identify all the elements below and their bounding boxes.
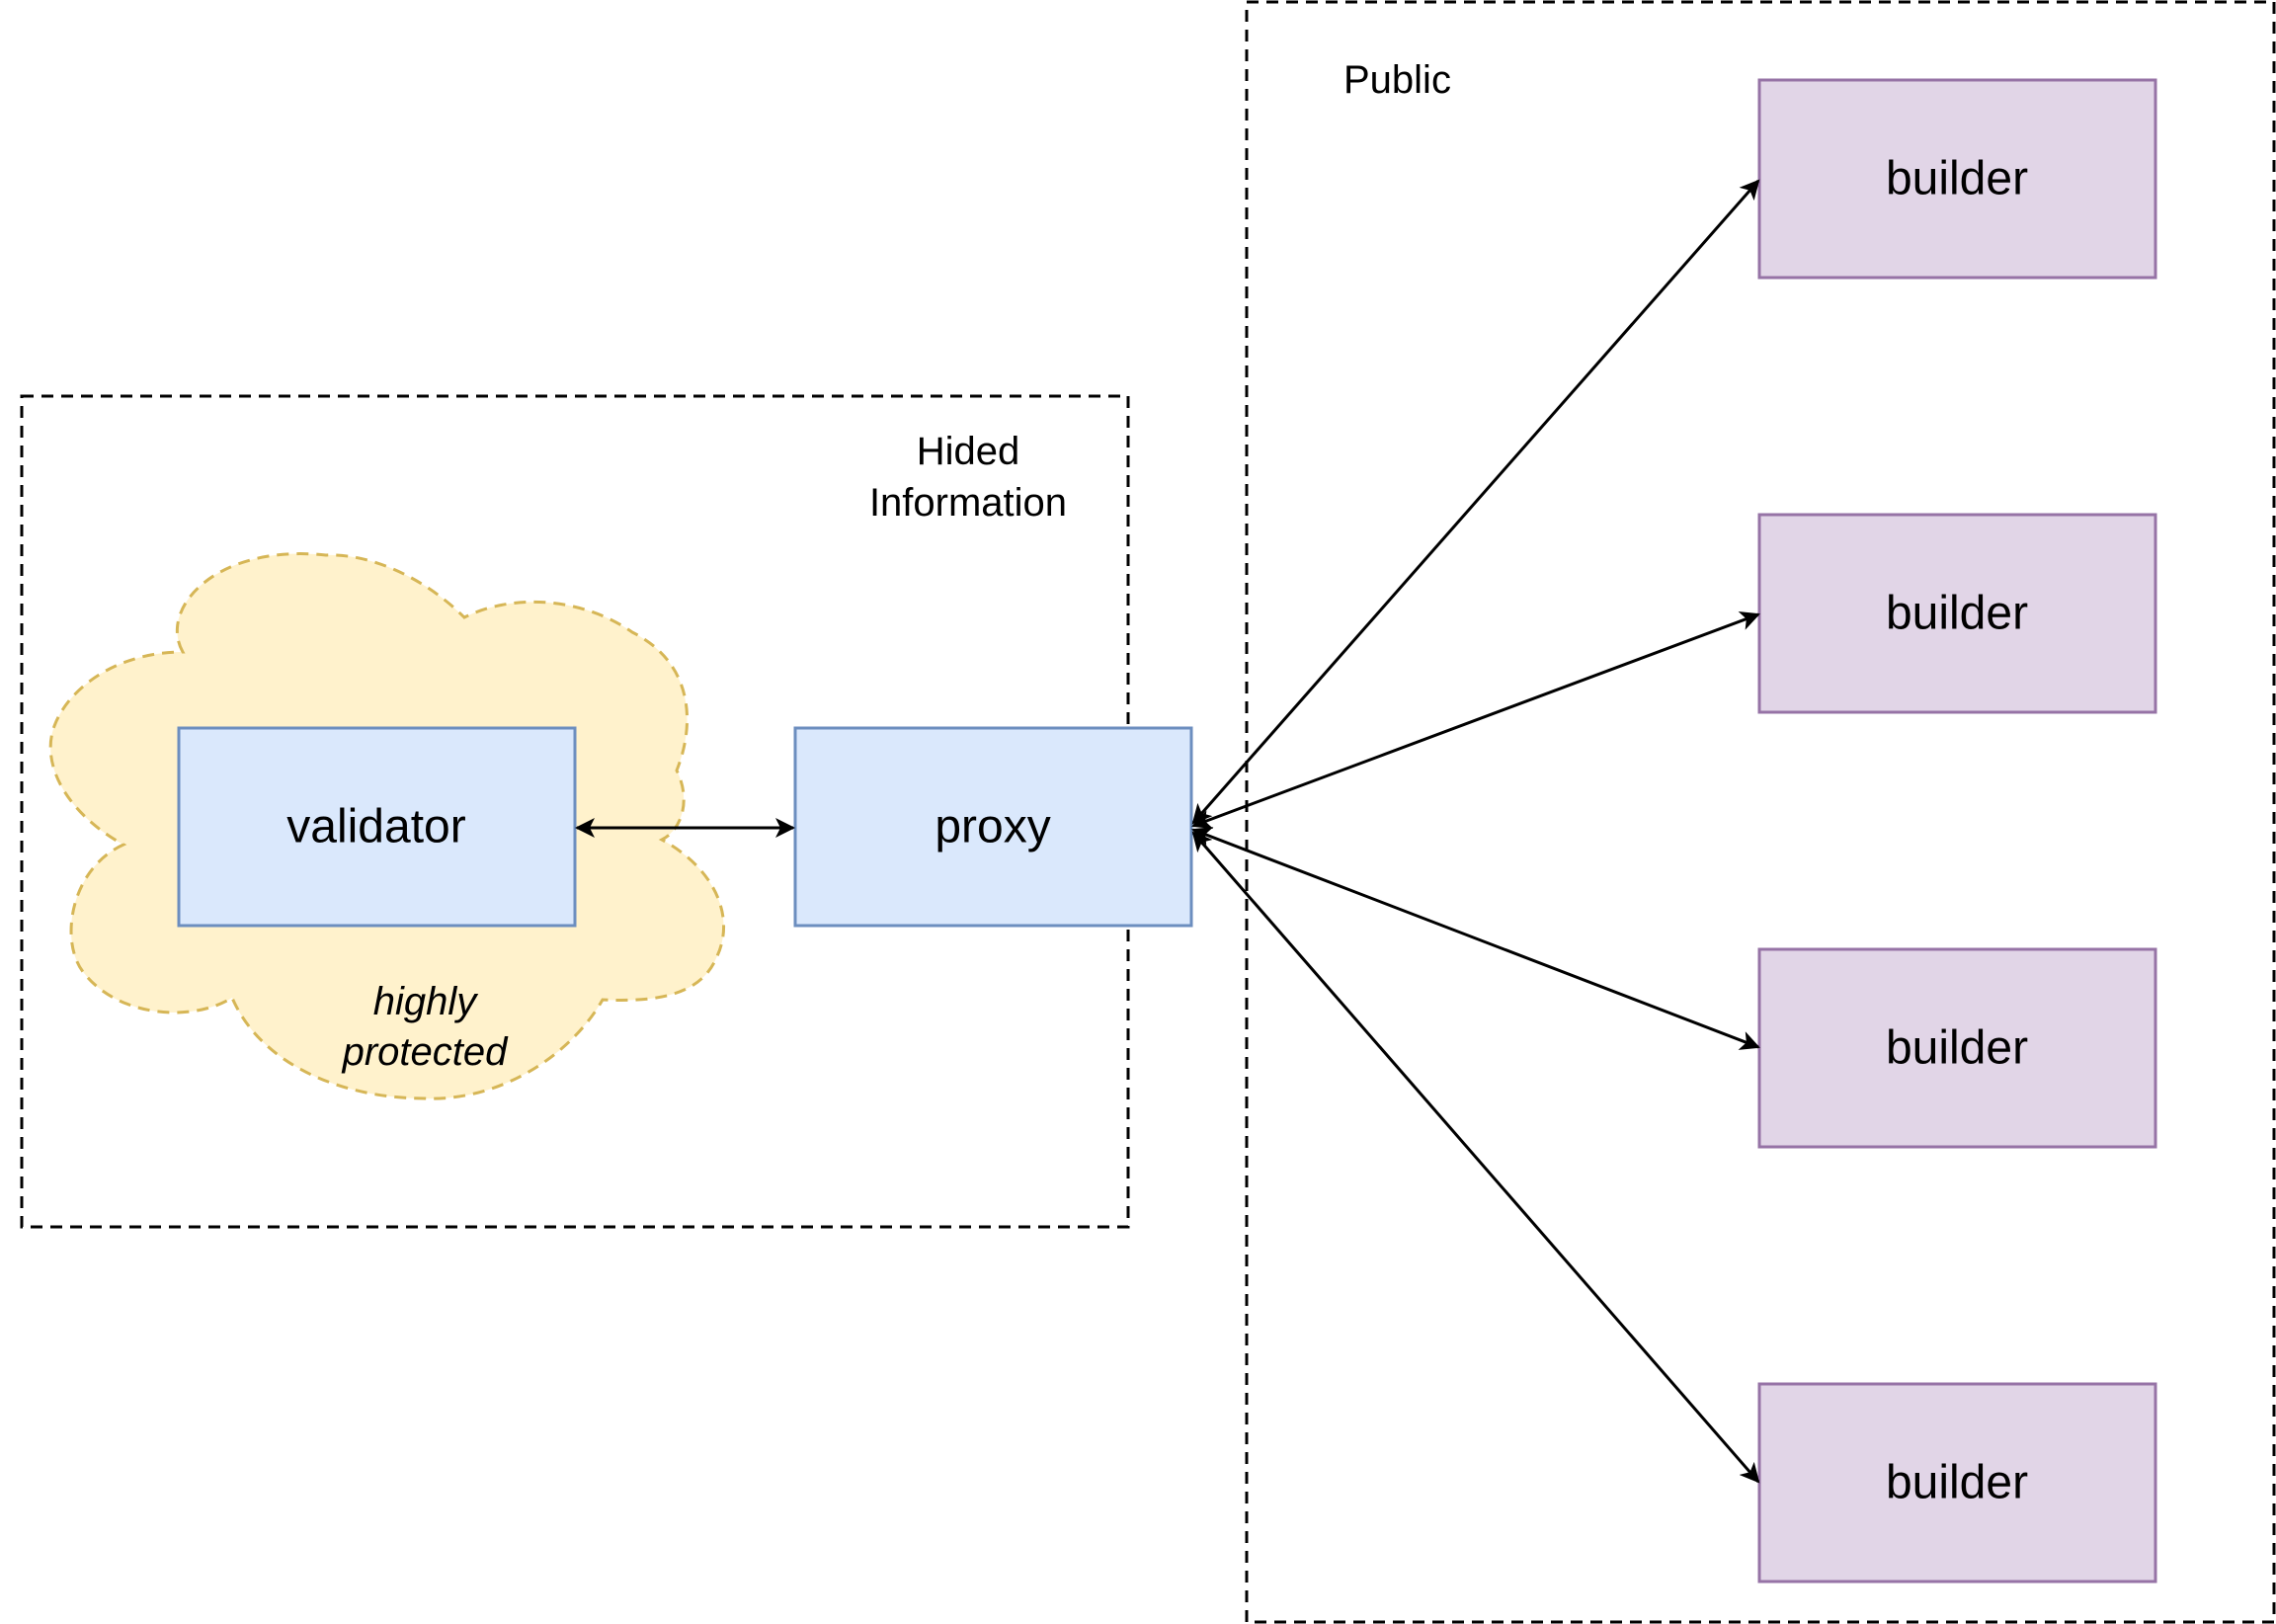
proxy-builder-2-edge	[1191, 610, 1760, 830]
builder-node-4[interactable]: builder	[1757, 1382, 2157, 1583]
validator-node[interactable]: validator	[177, 726, 577, 928]
builder-label-3: builder	[1886, 1022, 2028, 1075]
validator-label: validator	[286, 801, 465, 853]
builder-node-2[interactable]: builder	[1757, 513, 2157, 714]
proxy-builder-3-edge	[1191, 827, 1760, 1050]
cloud-label-line2: protected	[342, 1030, 510, 1074]
proxy-label: proxy	[935, 801, 1050, 853]
hidden-zone-label-line2: Information	[869, 481, 1067, 525]
builder-node-3[interactable]: builder	[1757, 947, 2157, 1149]
builder-node-1[interactable]: builder	[1757, 78, 2157, 280]
proxy-node[interactable]: proxy	[793, 726, 1193, 928]
proxy-builder-1-edge	[1191, 179, 1760, 825]
builder-label-4: builder	[1886, 1457, 2028, 1509]
builder-label-1: builder	[1886, 153, 2028, 205]
hidden-zone-label-line1: Hided	[917, 430, 1020, 473]
public-zone-label: Public	[1343, 58, 1451, 102]
cloud-label-line1: highly	[373, 980, 480, 1023]
builder-label-2: builder	[1886, 588, 2028, 640]
proxy-builder-4-edge	[1191, 831, 1760, 1484]
